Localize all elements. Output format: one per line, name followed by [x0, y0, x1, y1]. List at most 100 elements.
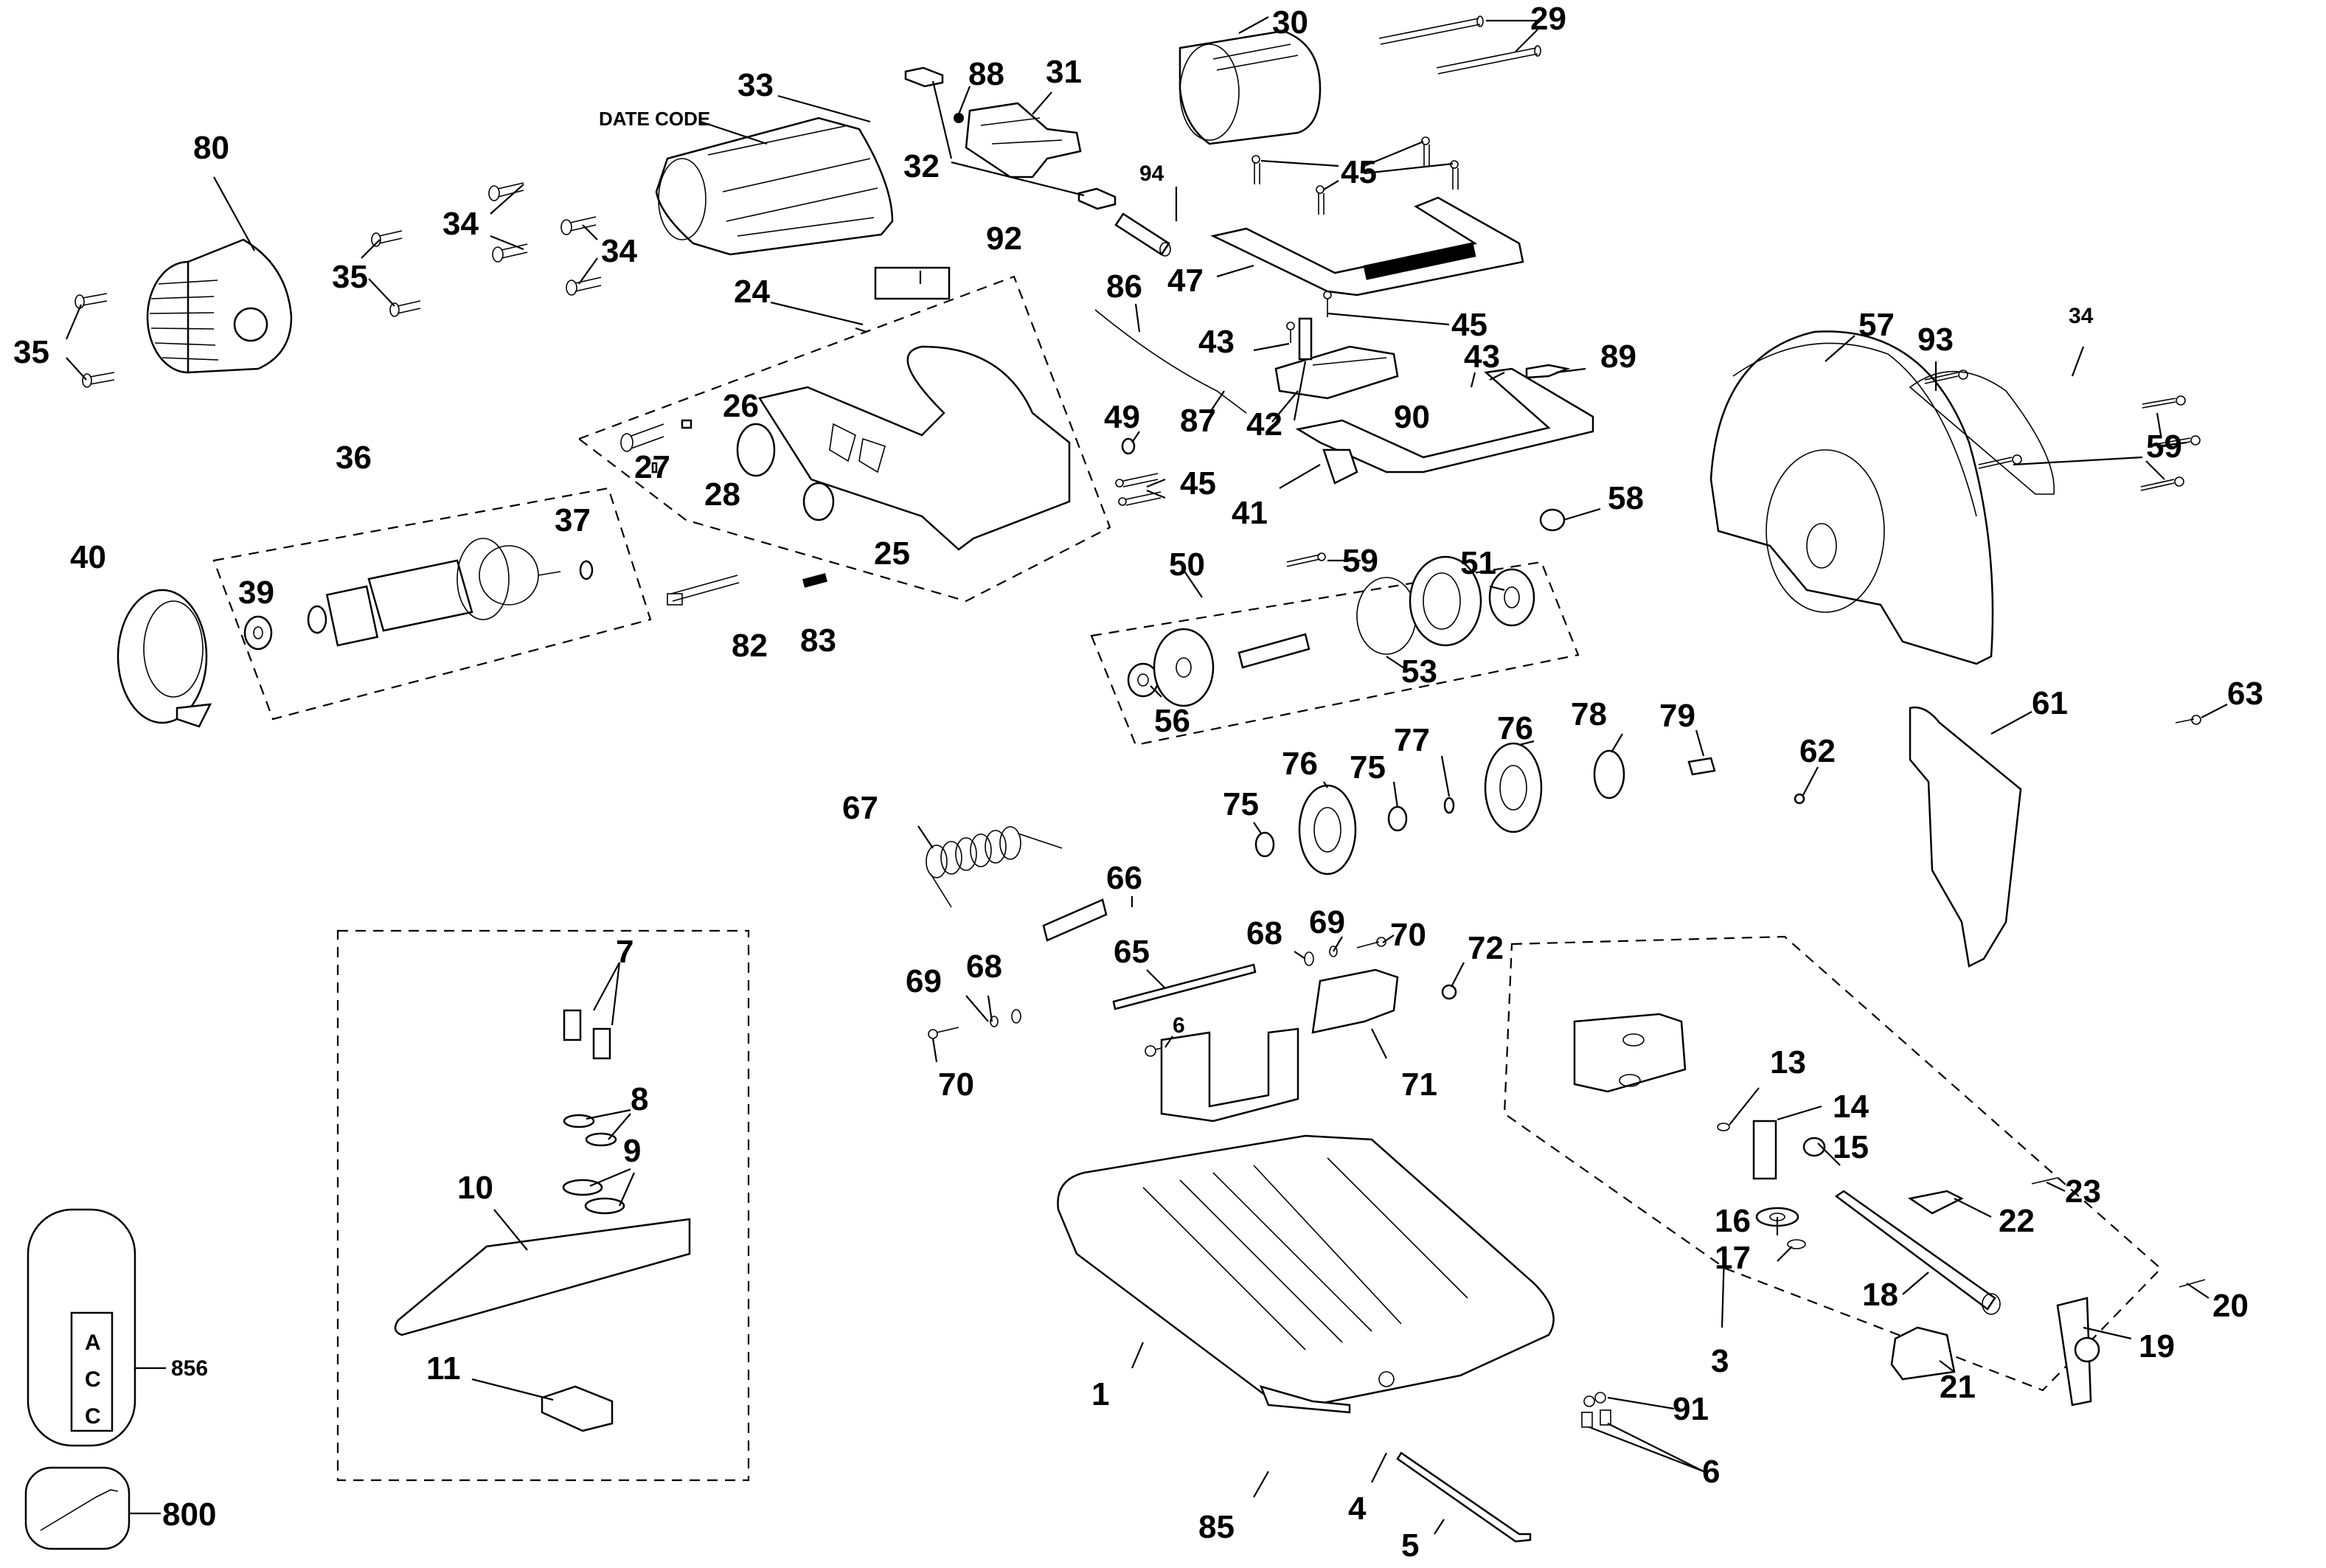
- label-53: 53: [1401, 653, 1437, 690]
- label-43-left: 43: [1198, 324, 1235, 360]
- label-69-left: 69: [906, 963, 942, 999]
- label-62: 62: [1799, 733, 1836, 769]
- label-33: 33: [737, 67, 774, 103]
- label-5: 5: [1401, 1527, 1419, 1564]
- label-42: 42: [1246, 406, 1282, 443]
- label-82: 82: [732, 628, 768, 664]
- screws-35-left: [74, 293, 115, 388]
- part-43-screw-left: [1286, 322, 1295, 343]
- screws-45-left: [1115, 473, 1162, 506]
- part-90: [1298, 317, 1313, 361]
- part-22-clip: [1907, 1190, 1964, 1215]
- label-34-left: 34: [442, 206, 479, 242]
- part-47-handle-cover: [1210, 196, 1524, 296]
- part-67-spring: [926, 826, 1063, 908]
- label-13: 13: [1770, 1044, 1806, 1080]
- label-63: 63: [2227, 676, 2263, 712]
- part-36-armature: [243, 538, 594, 651]
- part-78-washer: [1593, 749, 1625, 799]
- label-1: 1: [1091, 1376, 1109, 1412]
- part-53-oring: [1356, 577, 1417, 655]
- label-89: 89: [1600, 339, 1636, 375]
- screws-7: [563, 1009, 611, 1060]
- washers-9: [562, 1179, 625, 1215]
- part-28: [651, 462, 658, 473]
- label-35-right: 35: [332, 259, 368, 295]
- label-94: 94: [1139, 162, 1164, 186]
- label-19: 19: [2139, 1328, 2175, 1364]
- part-93-pad: [1909, 370, 2055, 495]
- label-70-left: 70: [938, 1066, 974, 1103]
- part-66-sleeve: [1042, 898, 1108, 942]
- label-51: 51: [1460, 545, 1496, 581]
- group-box-vise: [1503, 935, 2162, 1392]
- label-76-right: 76: [1497, 710, 1533, 746]
- part-92-label: [874, 266, 951, 300]
- part-26: [681, 419, 692, 429]
- part-40-baffle: [117, 589, 212, 728]
- part-31-brush-holder: [965, 102, 1082, 178]
- label-45-right: 45: [1451, 307, 1487, 343]
- date-code-label: DATE CODE: [599, 108, 710, 130]
- part-41-handle-base: [1295, 367, 1594, 485]
- part-30-field: [1178, 30, 1322, 145]
- label-856: 856: [171, 1356, 208, 1381]
- label-24: 24: [734, 274, 770, 310]
- label-23: 23: [2065, 1173, 2101, 1210]
- part-15-washer: [1802, 1137, 1826, 1157]
- part-32-brush-top: [904, 66, 944, 88]
- screws-45-upper: [1251, 136, 1459, 215]
- part-23-pin: [2031, 1177, 2058, 1184]
- part-20-pin: [2179, 1279, 2206, 1288]
- label-11: 11: [426, 1350, 461, 1387]
- accessory-856-box: A C C: [27, 1208, 136, 1447]
- part-87-wire: [1094, 309, 1247, 414]
- part-72-nut: [1441, 984, 1457, 1000]
- part-49: [1121, 437, 1136, 455]
- label-4: 4: [1348, 1491, 1367, 1527]
- label-10: 10: [457, 1170, 493, 1206]
- part-83-spring: [802, 573, 828, 588]
- part-71-bracket: [1311, 968, 1399, 1034]
- group-box-50-spindle: [1090, 561, 1580, 746]
- part-1-base: [1057, 1027, 1555, 1406]
- label-25: 25: [874, 535, 910, 572]
- label-9: 9: [623, 1133, 641, 1169]
- leader-lines: [65, 16, 2228, 1535]
- part-65-rod: [1112, 963, 1257, 1010]
- acc-letter-c1: C: [85, 1367, 101, 1392]
- acc-letter-a: A: [85, 1331, 101, 1355]
- label-22: 22: [1999, 1203, 2035, 1239]
- label-59-mid: 59: [1342, 543, 1378, 579]
- label-7: 7: [616, 934, 633, 970]
- part-vise-plate: [1573, 1013, 1687, 1093]
- part-17-clip: [1787, 1239, 1806, 1249]
- label-71: 71: [1401, 1066, 1437, 1103]
- part-75-washer-left: [1254, 831, 1275, 858]
- label-68-right: 68: [1246, 915, 1282, 951]
- part-76-flange-left: [1298, 784, 1357, 875]
- part-19-handle: [2056, 1297, 2100, 1406]
- label-56: 56: [1154, 703, 1190, 739]
- label-41: 41: [1232, 495, 1268, 531]
- label-78: 78: [1571, 696, 1607, 732]
- label-6-right: 6: [1702, 1454, 1720, 1490]
- label-76-left: 76: [1282, 746, 1318, 782]
- label-50: 50: [1169, 547, 1205, 583]
- part-11-clamp: [541, 1385, 614, 1432]
- label-21: 21: [1940, 1369, 1976, 1405]
- part-hw-68-69-70-right: [1304, 937, 1386, 966]
- label-86: 86: [1106, 268, 1142, 305]
- label-87: 87: [1180, 403, 1216, 439]
- label-88: 88: [968, 56, 1004, 92]
- label-47: 47: [1167, 263, 1204, 299]
- label-3: 3: [1711, 1343, 1729, 1379]
- label-66: 66: [1106, 860, 1142, 896]
- label-15: 15: [1833, 1129, 1869, 1165]
- label-57: 57: [1858, 307, 1895, 343]
- label-40: 40: [70, 539, 106, 575]
- part-42-switch: [1274, 345, 1399, 400]
- part-spindle-gear: [1153, 628, 1215, 707]
- part-61-lower-guard: [1909, 706, 2022, 968]
